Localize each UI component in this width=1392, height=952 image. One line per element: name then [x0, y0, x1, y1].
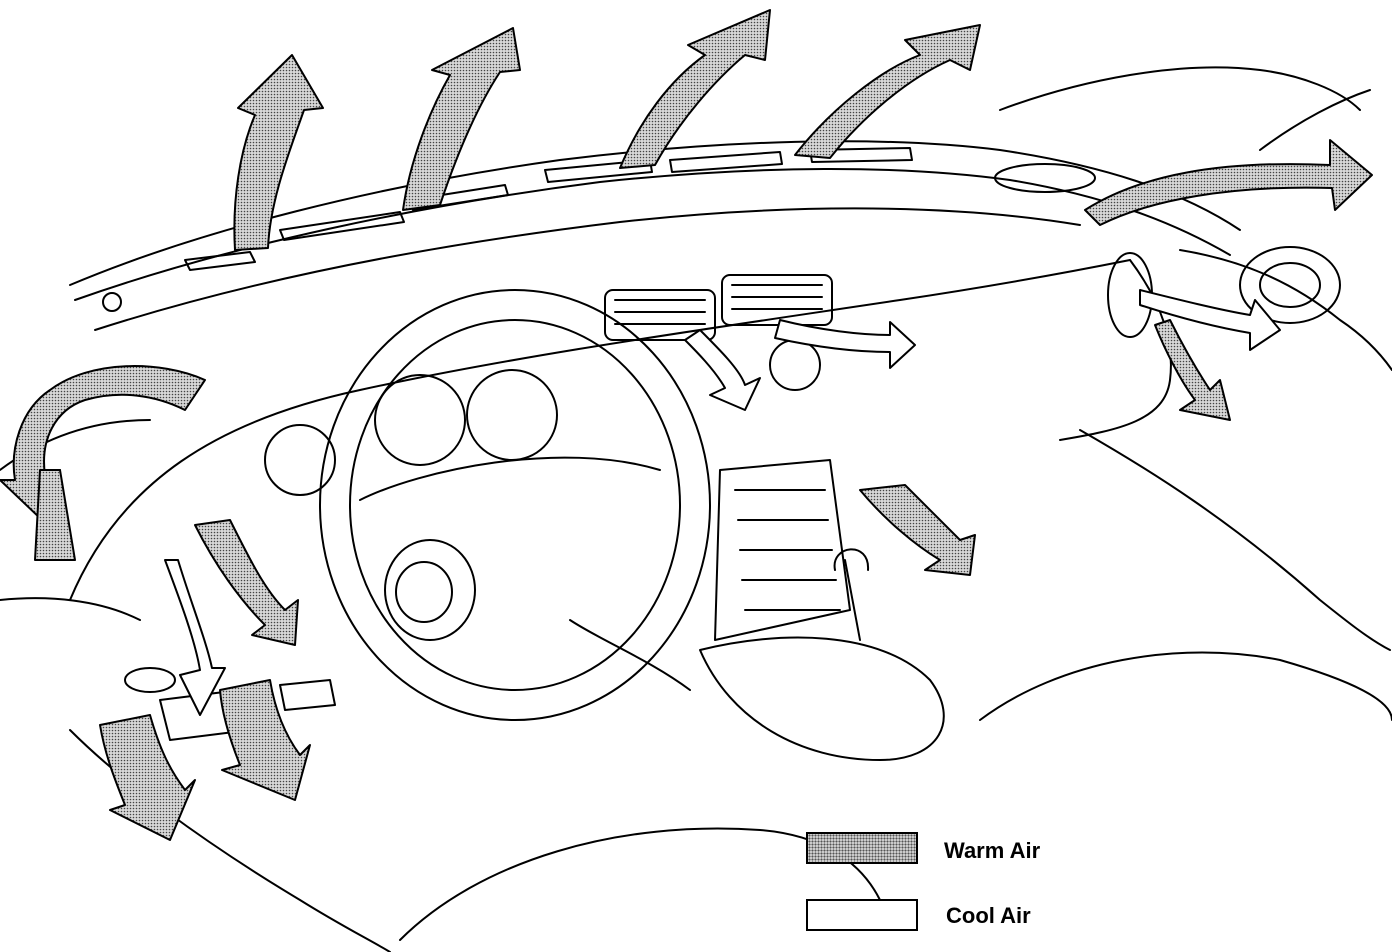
- legend-warm-air-swatch: [806, 832, 918, 864]
- door-trim: [1179, 249, 1392, 371]
- legend-cool-air-swatch: [806, 899, 918, 931]
- cool-air-arrow-center-left: [684, 329, 761, 411]
- defrost-slot-4: [544, 159, 653, 183]
- center-vent-right: [721, 274, 833, 326]
- steering-wheel-hub: [384, 539, 476, 641]
- warm-air-arrow-footwell-center: [219, 679, 311, 801]
- warm-air-arrow-footwell-left: [99, 714, 196, 841]
- warm-air-arrow-defrost-4: [794, 24, 981, 159]
- right-defrost-vent: [994, 163, 1096, 193]
- defrost-slot-6: [809, 147, 913, 163]
- console-buttons: [734, 489, 841, 611]
- gear-lever: [833, 548, 870, 641]
- right-door-vent-inner: [1259, 262, 1321, 308]
- center-console: [714, 459, 851, 641]
- door-panel: [1079, 429, 1391, 651]
- warm-air-arrow-defrost-3: [619, 9, 771, 169]
- gauge-tachometer: [466, 369, 558, 461]
- legend-warm-air-label: Warm Air: [944, 838, 1041, 863]
- legend-cool-air-label: Cool Air: [946, 903, 1031, 928]
- roof-line: [1259, 89, 1371, 151]
- gauge-center: [769, 339, 821, 391]
- warm-air-arrow-left-window: [0, 365, 206, 521]
- defrost-slot-5: [669, 151, 783, 173]
- cool-air-arrow-center-right: [774, 319, 916, 369]
- passenger-seat: [979, 651, 1392, 721]
- cool-air-arrow-left-vent: [164, 559, 226, 716]
- warm-air-arrow-defrost-1: [233, 54, 324, 251]
- warm-air-arrow-left-floor-1: [34, 469, 76, 561]
- dashboard-right-edge: [1059, 259, 1172, 441]
- center-vent-slats: [614, 284, 823, 325]
- dashboard-face-upper: [94, 207, 1081, 331]
- steering-wheel-spoke: [359, 456, 691, 691]
- dash-speaker-left: [102, 292, 122, 312]
- defrost-slot-1: [184, 251, 256, 271]
- warm-air-arrow-side-defrost: [1084, 139, 1373, 226]
- warm-air-arrow-passenger-footwell: [859, 484, 976, 576]
- dashboard-face-lower: [69, 259, 1131, 601]
- steering-wheel-inner: [349, 319, 681, 691]
- horn-pad-badge: [395, 561, 453, 623]
- gear-console: [699, 636, 945, 761]
- cool-air-arrow-right-vent: [1139, 289, 1281, 351]
- steering-wheel-rim: [319, 289, 711, 721]
- right-door-vent: [1239, 246, 1341, 324]
- warm-air-arrow-defrost-2: [402, 27, 521, 211]
- warm-air-arrow-under-dash: [194, 519, 299, 646]
- warm-air-arrow-right-side: [1154, 319, 1231, 421]
- defrost-slot-2: [279, 211, 405, 241]
- left-door-vent: [124, 667, 176, 693]
- windshield-pillar: [999, 66, 1361, 111]
- gauge-left: [264, 424, 336, 496]
- gauge-speedometer: [374, 374, 466, 466]
